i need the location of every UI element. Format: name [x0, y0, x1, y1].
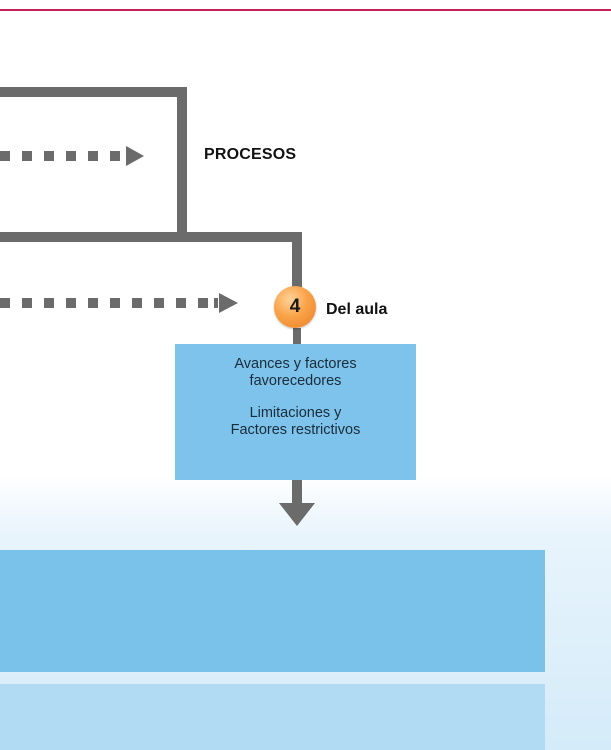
dashed-arrow-aula — [0, 293, 238, 313]
info-box-advances: Avances y factores favorecedores — [234, 356, 357, 389]
dashed-arrow-procesos — [0, 146, 144, 166]
top-rule — [0, 9, 611, 11]
info-box-limitations: Limitaciones y Factores restrictivos — [230, 405, 361, 438]
info-box: Avances y factores favorecedores Limitac… — [175, 344, 416, 480]
bottom-band-light — [0, 684, 545, 750]
step-title: Del aula — [326, 301, 388, 318]
procesos-label: PROCESOS — [204, 146, 297, 163]
step-number-badge: 4 — [274, 286, 316, 328]
down-arrow — [279, 480, 315, 526]
arrow-head-icon — [219, 293, 238, 313]
connector-line — [0, 87, 302, 292]
bottom-band-dark — [0, 550, 545, 672]
arrow-down-icon — [279, 503, 315, 526]
arrow-head-icon — [126, 146, 144, 166]
